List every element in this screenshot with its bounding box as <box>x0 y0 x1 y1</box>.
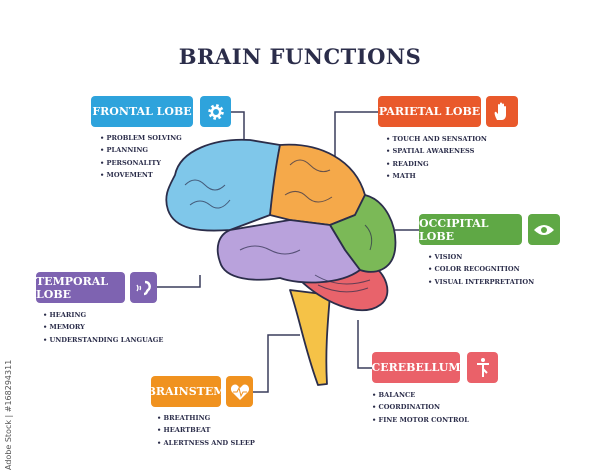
frontal-lobe-functions: PROBLEM SOLVING PLANNING PERSONALITY MOV… <box>100 134 182 183</box>
parietal-lobe-label: PARIETAL LOBE <box>378 96 481 127</box>
parietal-lobe-shape <box>269 143 366 226</box>
list-item: COORDINATION <box>372 403 469 415</box>
frontal-lobe-shape <box>165 138 281 232</box>
list-item: MOVEMENT <box>100 171 182 183</box>
ear-icon <box>130 272 157 303</box>
cerebellum-functions: BALANCE COORDINATION FINE MOTOR CONTROL <box>372 391 469 428</box>
brainstem-label: BRAINSTEM <box>147 376 225 407</box>
page-title: BRAIN FUNCTIONS <box>178 44 422 69</box>
heart-icon <box>226 376 253 407</box>
list-item: TOUCH AND SENSATION <box>386 135 487 147</box>
list-item: SPATIAL AWARENESS <box>386 147 487 159</box>
list-item: PROBLEM SOLVING <box>100 134 182 146</box>
list-item: UNDERSTANDING LANGUAGE <box>43 336 164 348</box>
list-item: PLANNING <box>100 146 182 158</box>
brainstem-functions: BREATHING HEARTBEAT ALERTNESS AND SLEEP <box>157 414 255 451</box>
list-item: MEMORY <box>43 323 163 335</box>
temporal-lobe-shape <box>216 219 361 284</box>
hand-icon <box>486 96 518 127</box>
list-item: HEARING <box>43 311 163 323</box>
list-item: VISION <box>428 253 534 265</box>
balance-figure-icon <box>467 352 498 383</box>
list-item: HEARTBEAT <box>157 426 255 438</box>
frontal-lobe-label: FRONTAL LOBE <box>91 96 193 127</box>
list-item: READING <box>386 160 487 172</box>
occipital-lobe-label: OCCIPITAL LOBE <box>419 214 522 245</box>
list-item: FINE MOTOR CONTROL <box>372 416 469 428</box>
eye-icon <box>528 214 560 245</box>
watermark: Adobe Stock | #168294311 <box>4 359 13 470</box>
temporal-lobe-functions: HEARING MEMORY UNDERSTANDING LANGUAGE <box>43 311 164 348</box>
list-item: PERSONALITY <box>100 159 182 171</box>
list-item: VISUAL INTERPRETATION <box>428 278 535 290</box>
temporal-lobe-label: TEMPORAL LOBE <box>36 272 125 303</box>
cerebellum-label: CEREBELLUM <box>372 352 461 383</box>
list-item: COLOR RECOGNITION <box>428 265 534 277</box>
list-item: BREATHING <box>157 414 255 426</box>
connector-lines <box>157 111 419 393</box>
gear-icon <box>200 96 231 127</box>
brainstem-shape <box>289 289 331 386</box>
list-item: MATH <box>386 172 487 184</box>
list-item: BALANCE <box>372 391 469 403</box>
parietal-lobe-functions: TOUCH AND SENSATION SPATIAL AWARENESS RE… <box>386 135 487 184</box>
list-item: ALERTNESS AND SLEEP <box>157 439 255 451</box>
occipital-lobe-functions: VISION COLOR RECOGNITION VISUAL INTERPRE… <box>428 253 535 290</box>
